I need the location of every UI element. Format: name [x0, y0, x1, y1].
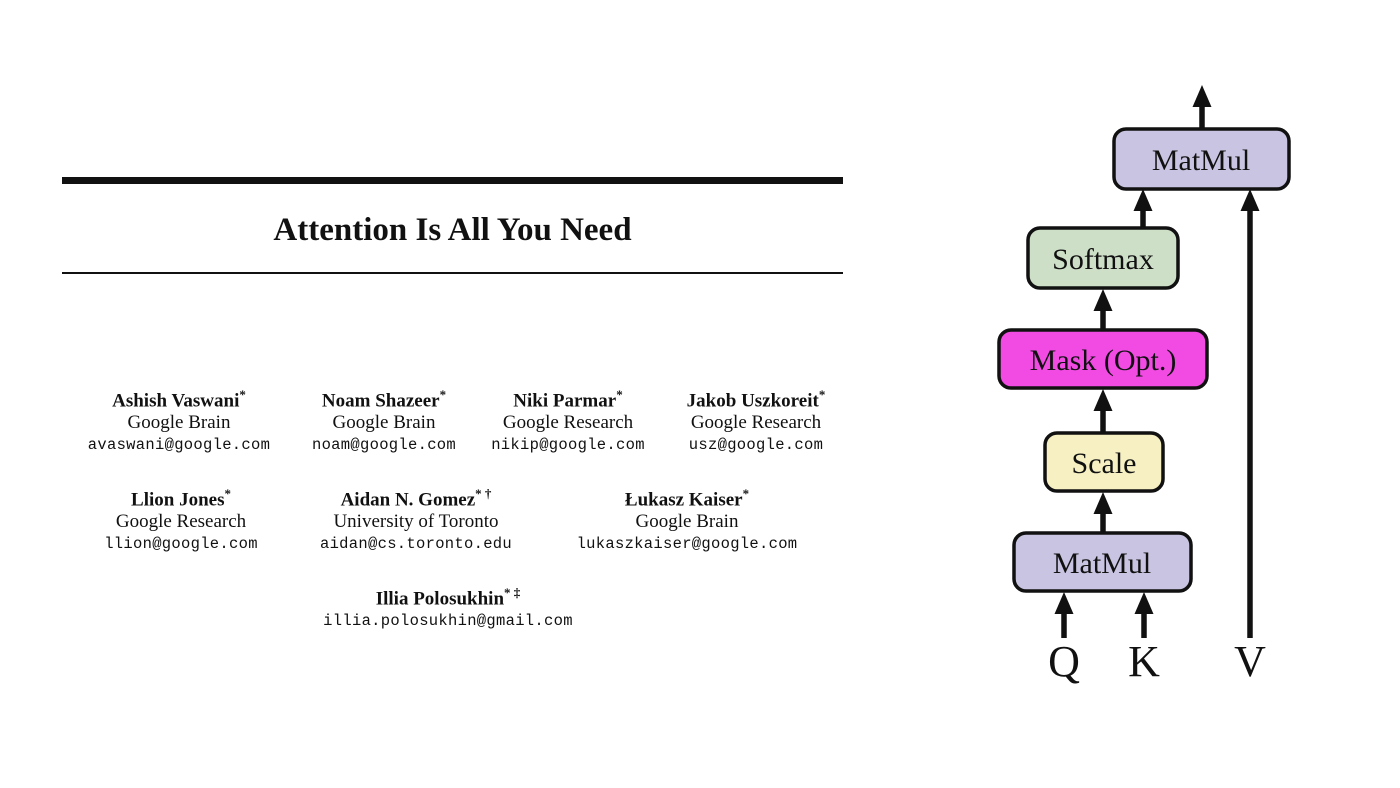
v-arrow-head [1240, 189, 1260, 211]
author-marker: * ‡ [504, 585, 521, 600]
author-marker: * [742, 486, 750, 501]
author-affiliation: Google Research [502, 412, 634, 434]
matmul-to-scale-arrow-head [1093, 492, 1113, 514]
author-marker: * [439, 387, 447, 402]
author-name-text: Ashish Vaswani [112, 390, 240, 412]
mask-box [997, 328, 1209, 390]
matmul-bottom-box [1012, 531, 1193, 593]
author-name-text: Llion Jones [131, 489, 225, 511]
author-name-text: Noam Shazeer [321, 390, 440, 412]
q-input-label: Q [1048, 637, 1080, 686]
author-name: Noam Shazeer* [312, 384, 456, 412]
author-name: Niki Parmar* [491, 384, 645, 412]
author-marker: * [239, 387, 246, 402]
author-block: Niki Parmar* Google Research nikip@googl… [491, 384, 645, 457]
author-block: Ashish Vaswani* Google Brain avaswani@go… [88, 384, 270, 457]
author-name: Aidan N. Gomez* † [320, 483, 512, 511]
title-rule-bottom [62, 272, 843, 274]
author-email: avaswani@google.com [87, 436, 271, 455]
author-name-text: Aidan N. Gomez [340, 489, 476, 511]
title-rule-top [62, 177, 843, 184]
author-affiliation: Google Brain [127, 412, 231, 434]
matmul-top-box [1112, 127, 1291, 191]
author-name: Illia Polosukhin* ‡ [323, 582, 573, 610]
matmul-top-label: MatMul [1152, 144, 1250, 177]
author-email: llion@google.com [104, 535, 258, 554]
author-email: nikip@google.com [491, 436, 645, 455]
author-affiliation: Google Brain [332, 412, 436, 434]
k-input-label: K [1128, 637, 1160, 686]
author-marker: * [224, 486, 231, 501]
author-email: lukaszkaiser@google.com [576, 535, 798, 554]
author-name-text: Jakob Uszkoreit [686, 390, 819, 412]
author-marker: * † [475, 486, 492, 501]
author-block: Łukasz Kaiser* Google Brain lukaszkaiser… [577, 483, 798, 556]
softmax-label: Softmax [1052, 243, 1154, 276]
softmax-to-matmul-arrow-head [1133, 189, 1153, 211]
author-affiliation: Google Brain [635, 511, 739, 533]
author-email: usz@google.com [688, 436, 824, 455]
author-email: noam@google.com [311, 436, 457, 455]
author-marker: * [818, 387, 826, 402]
author-block: Illia Polosukhin* ‡ illia.polosukhin@gma… [323, 582, 573, 633]
author-email: aidan@cs.toronto.edu [319, 535, 513, 554]
author-name-text: Niki Parmar [513, 390, 617, 412]
author-affiliation: Google Research [690, 412, 822, 434]
author-name: Llion Jones* [104, 483, 258, 511]
paper-title: Attention Is All You Need [273, 212, 632, 248]
mask-to-softmax-arrow-head [1093, 289, 1113, 311]
mask-label: Mask (Opt.) [1030, 344, 1177, 377]
author-affiliation: University of Toronto [333, 511, 499, 533]
author-affiliation: Google Research [115, 511, 247, 533]
author-block: Aidan N. Gomez* † University of Toronto … [320, 483, 512, 556]
author-block: Jakob Uszkoreit* Google Research usz@goo… [687, 384, 826, 457]
author-block: Noam Shazeer* Google Brain noam@google.c… [312, 384, 456, 457]
author-name: Łukasz Kaiser* [577, 483, 798, 511]
scale-box [1043, 431, 1165, 493]
v-input-label: V [1234, 637, 1266, 686]
matmul-bottom-label: MatMul [1053, 547, 1151, 580]
q-arrow-head [1054, 592, 1074, 614]
scale-to-mask-arrow-head [1093, 389, 1113, 411]
author-name-text: Illia Polosukhin [375, 588, 505, 610]
author-marker: * [616, 387, 623, 402]
k-arrow-head [1134, 592, 1154, 614]
author-name: Ashish Vaswani* [88, 384, 270, 412]
author-name: Jakob Uszkoreit* [687, 384, 826, 412]
author-email: illia.polosukhin@gmail.com [323, 612, 573, 631]
author-name-text: Łukasz Kaiser [624, 489, 743, 511]
author-block: Llion Jones* Google Research llion@googl… [104, 483, 258, 556]
output-arrow-head [1192, 85, 1212, 107]
scale-label: Scale [1072, 447, 1137, 480]
softmax-box [1026, 226, 1180, 290]
